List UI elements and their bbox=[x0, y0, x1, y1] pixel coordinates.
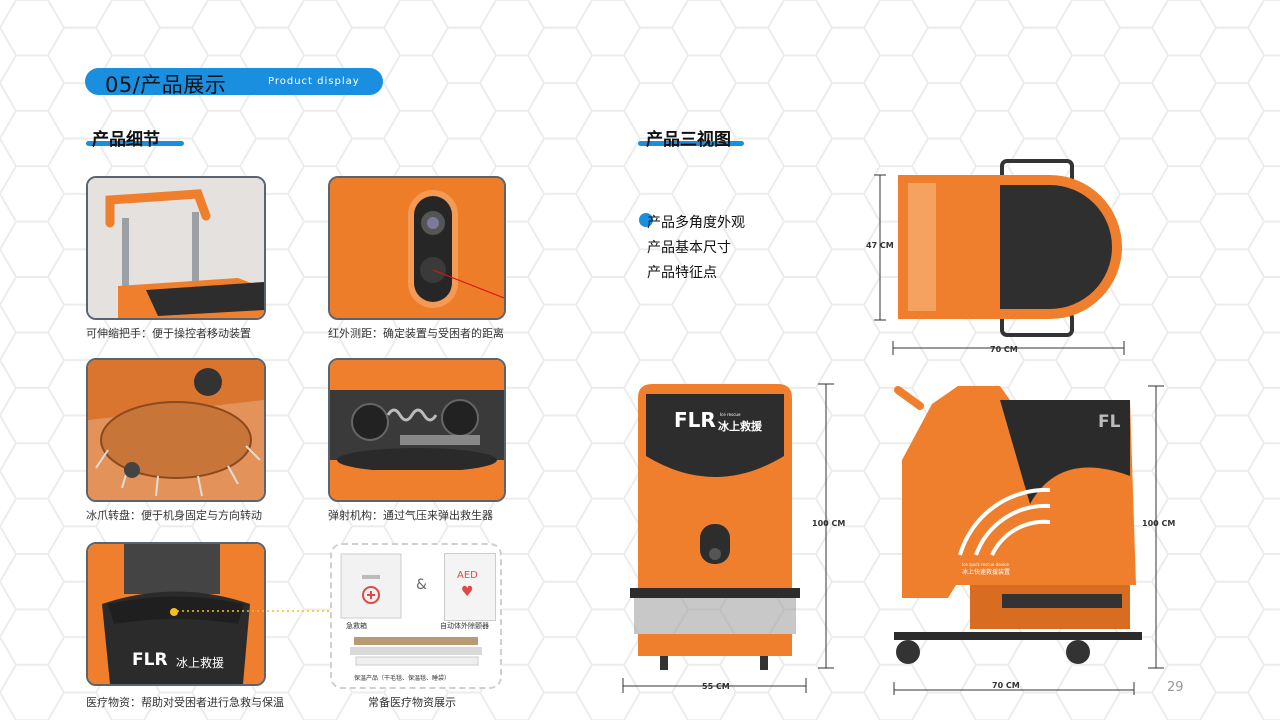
side-view-drawing bbox=[893, 385, 1164, 695]
blanket-icon bbox=[350, 637, 482, 666]
brand-logo-small: FLR bbox=[132, 650, 168, 670]
side-height-dim: 100 CM bbox=[1142, 519, 1176, 528]
side-tag-cn: 冰上快速救援装置 bbox=[962, 569, 1011, 576]
supplies-panel: & AED ♥ 急救箱 自动体外除颤器 保温产品（干毛毯、保温毯、睡袋） bbox=[330, 543, 502, 689]
brand-cn-small: 冰上救援 bbox=[176, 656, 225, 670]
ice-claw-photo bbox=[86, 358, 266, 502]
page-subtitle: Product display bbox=[268, 76, 360, 87]
top-width-dim: 70 CM bbox=[990, 345, 1018, 354]
front-height-dim: 100 CM bbox=[812, 519, 846, 528]
feature-list: 产品多角度外观 产品基本尺寸 产品特征点 bbox=[647, 211, 745, 286]
front-brand-logo: FLR bbox=[674, 408, 716, 432]
side-tag-en: Ice quick rescue device bbox=[962, 562, 1009, 567]
handle-photo bbox=[86, 176, 266, 320]
caption-ice-claw: 冰爪转盘：便于机身固定与方向转动 bbox=[86, 509, 262, 522]
top-height-dim: 47 CM bbox=[866, 241, 894, 250]
launcher-photo bbox=[328, 358, 506, 502]
front-width-dim: 55 CM bbox=[702, 682, 730, 691]
views-title: 产品三视图 bbox=[646, 130, 731, 150]
feature-item: 产品多角度外观 bbox=[647, 215, 745, 231]
front-view-drawing bbox=[622, 383, 834, 693]
top-view-drawing bbox=[874, 159, 1125, 355]
details-underline bbox=[86, 141, 184, 146]
aed-label: AED bbox=[457, 570, 478, 581]
front-brand-small: Ice rescue bbox=[720, 412, 741, 417]
heart-icon: ♥ bbox=[461, 584, 474, 600]
details-title: 产品细节 bbox=[92, 130, 160, 150]
caption-supplies: 常备医疗物资展示 bbox=[368, 696, 456, 709]
first-aid-kit-icon bbox=[340, 553, 402, 619]
feature-item: 产品基本尺寸 bbox=[647, 240, 731, 256]
bullet-dot bbox=[639, 213, 653, 227]
first-aid-caption: 急救箱 bbox=[346, 622, 367, 630]
header-pill bbox=[85, 68, 383, 95]
callout-line bbox=[172, 610, 330, 612]
aed-caption: 自动体外除颤器 bbox=[440, 622, 489, 630]
page-number: 29 bbox=[1167, 680, 1184, 695]
medical-compartment-photo: FLR 冰上救援 bbox=[86, 542, 266, 686]
page-title: 05/产品展示 bbox=[105, 73, 227, 97]
caption-launcher: 弹射机构：通过气压来弹出救生器 bbox=[328, 509, 493, 522]
caption-infrared: 红外测距：确定装置与受困者的距离 bbox=[328, 327, 504, 340]
aed-box: AED ♥ bbox=[444, 553, 496, 621]
blanket-caption: 保温产品（干毛毯、保温毯、睡袋） bbox=[354, 675, 451, 682]
side-brand-logo: FL bbox=[1098, 412, 1121, 432]
caption-handle: 可伸缩把手：便于操控者移动装置 bbox=[86, 327, 251, 340]
feature-item: 产品特征点 bbox=[647, 265, 717, 281]
supplies-amp: & bbox=[416, 577, 427, 593]
views-underline bbox=[638, 141, 744, 146]
infrared-photo bbox=[328, 176, 506, 320]
front-brand-cn: 冰上救援 bbox=[718, 420, 762, 433]
caption-medical: 医疗物资：帮助对受困者进行急救与保温 bbox=[86, 696, 284, 709]
side-width-dim: 70 CM bbox=[992, 681, 1020, 690]
